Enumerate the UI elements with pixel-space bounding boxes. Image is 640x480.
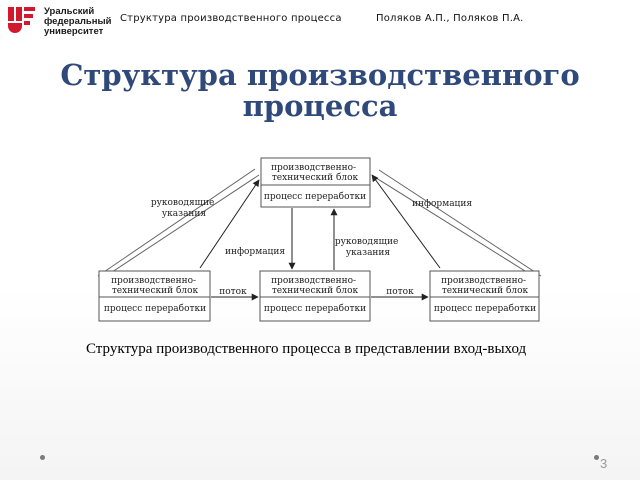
header: Уральский федеральный университет Структ… [0, 0, 640, 40]
header-authors: Поляков А.П., Поляков П.А. [376, 13, 524, 24]
arrow-to-top-right [371, 174, 441, 269]
decorative-dot-left [40, 455, 45, 460]
block-middle: производственно- технический блок процес… [259, 270, 371, 322]
block-top-upper-text: технический блок [272, 172, 359, 183]
block-right-lower: процесс переработки [434, 303, 536, 314]
block-top: производственно- технический блок процес… [260, 157, 371, 208]
label-guiding-left: руководящие указания [151, 198, 217, 219]
block-left-lower: процесс переработки [104, 303, 206, 314]
decorative-dot-right [594, 455, 599, 460]
block-left-upper: производственно- технический блок [111, 276, 199, 296]
label-guiding-center: руководящие указания [335, 237, 401, 258]
diagonal-link-left [97, 168, 260, 277]
logo-line: университет [44, 26, 104, 37]
slide-title-line: Структура производственного [60, 58, 580, 92]
block-top-upper-text: производственно- [271, 163, 356, 173]
university-logo-icon [8, 7, 35, 33]
header-subject: Структура производственного процесса [120, 13, 342, 24]
logo-text: Уральский федеральный университет [44, 7, 111, 37]
logo-line: Уральский [44, 6, 95, 17]
label-flow-left: поток [219, 287, 247, 297]
block-top-upper: производственно- технический блок [271, 163, 359, 183]
slide-title-line: процесса [242, 89, 398, 123]
university-logo: Уральский федеральный университет [6, 4, 111, 38]
label-flow-right: поток [386, 287, 414, 297]
block-middle-lower: процесс переработки [264, 303, 366, 314]
block-middle-upper: производственно- технический блок [271, 276, 359, 296]
block-right: производственно- технический блок процес… [429, 270, 540, 322]
diagram-caption: Структура производственного процесса в п… [86, 341, 527, 357]
block-left: производственно- технический блок процес… [98, 270, 211, 322]
block-right-upper: производственно- технический блок [441, 276, 529, 296]
block-top-lower: процесс переработки [264, 191, 366, 202]
page-number: 3 [600, 456, 608, 471]
diagonal-link-right [372, 169, 542, 277]
label-info-right: информация [412, 199, 472, 209]
logo-line: федеральный [44, 16, 112, 27]
label-info-center: информация [225, 247, 285, 257]
slide-title: Структура производственного процесса [0, 60, 640, 122]
arrow-to-top-left [199, 179, 260, 269]
